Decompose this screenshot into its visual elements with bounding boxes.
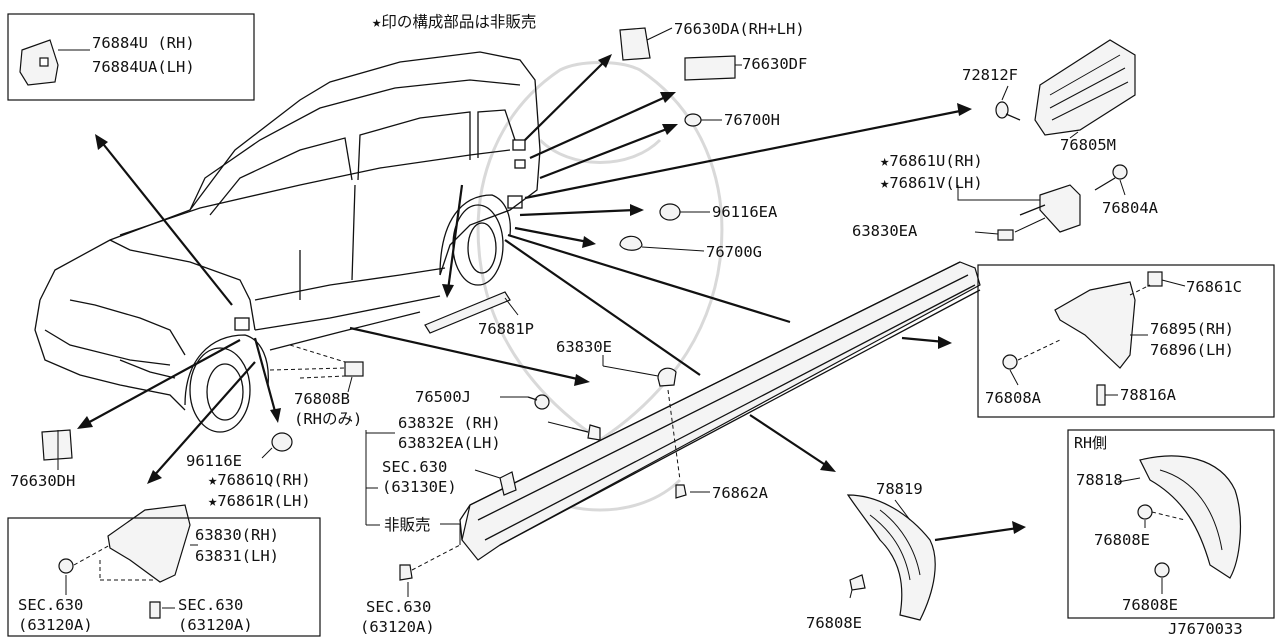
- label-63830ea: 63830EA: [852, 222, 918, 240]
- label-72812f: 72812F: [962, 66, 1018, 84]
- label-rh-side: RH側: [1074, 434, 1107, 452]
- label-76896: 76896(LH): [1150, 341, 1234, 359]
- label-hihanbai: 非販売: [384, 516, 431, 534]
- inset-boxes: [7, 13, 1275, 637]
- leader-lines: [57, 27, 1186, 609]
- label-76808b-note: (RHのみ): [294, 410, 362, 428]
- label-sec630-d-sub: (63120A): [360, 618, 435, 636]
- label-76895: 76895(RH): [1150, 320, 1234, 338]
- vehicle-outline: [34, 51, 541, 433]
- label-76700h: 76700H: [724, 111, 780, 129]
- label-63831: 63831(LH): [195, 547, 279, 565]
- label-sec630-c-sub: (63120A): [178, 616, 253, 634]
- diagram-id: J7670033: [1168, 620, 1243, 638]
- label-76500j: 76500J: [415, 388, 471, 406]
- label-sec630-c: SEC.630: [178, 596, 243, 614]
- labels: ★印の構成部品は非販売 76884U (RH) 76884UA(LH) 7663…: [10, 13, 1243, 638]
- inset-box-bottom-left: [7, 517, 321, 637]
- label-63832ea: 63832EA(LH): [398, 434, 501, 452]
- label-76884ua: 76884UA(LH): [92, 58, 195, 76]
- label-76862a: 76862A: [712, 484, 769, 502]
- label-sec630-a-sub: (63130E): [382, 478, 457, 496]
- label-76861u: ★76861U(RH): [880, 152, 983, 170]
- inset-box-right: [977, 264, 1275, 418]
- label-76630df: 76630DF: [742, 55, 807, 73]
- inset-box-top-left: [7, 13, 255, 101]
- label-78816a: 78816A: [1120, 386, 1177, 404]
- inset-box-bottom-right: [1067, 429, 1275, 619]
- label-76808e-center: 76808E: [806, 614, 862, 632]
- label-76808e-2: 76808E: [1122, 596, 1178, 614]
- side-sill-cover: [459, 261, 981, 561]
- label-63830: 63830(RH): [195, 526, 279, 544]
- label-76861v: ★76861V(LH): [880, 174, 983, 192]
- label-76630da: 76630DA(RH+LH): [674, 20, 805, 38]
- label-96116ea: 96116EA: [712, 203, 778, 221]
- label-76805m: 76805M: [1060, 136, 1116, 154]
- label-76808a: 76808A: [985, 389, 1042, 407]
- label-sec630-d: SEC.630: [366, 598, 431, 616]
- label-76861r: ★76861R(LH): [208, 492, 311, 510]
- label-96116e: 96116E: [186, 452, 242, 470]
- label-sec630-a: SEC.630: [382, 458, 447, 476]
- label-76700g: 76700G: [706, 243, 762, 261]
- leader-arrows: [77, 54, 1026, 542]
- label-76861q: ★76861Q(RH): [208, 471, 311, 489]
- label-sec630-b: SEC.630: [18, 596, 83, 614]
- label-78818: 78818: [1076, 471, 1123, 489]
- label-63832e: 63832E (RH): [398, 414, 501, 432]
- label-76808e-1: 76808E: [1094, 531, 1150, 549]
- parts: [19, 27, 1242, 621]
- label-76884u: 76884U (RH): [92, 34, 195, 52]
- label-78819: 78819: [876, 480, 923, 498]
- label-76861c: 76861C: [1186, 278, 1242, 296]
- label-63830e: 63830E: [556, 338, 612, 356]
- label-76804a: 76804A: [1102, 199, 1159, 217]
- label-sec630-b-sub: (63120A): [18, 616, 93, 634]
- label-76881p: 76881P: [478, 320, 534, 338]
- label-76630dh: 76630DH: [10, 472, 75, 490]
- label-76808b: 76808B: [294, 390, 350, 408]
- note-text: ★印の構成部品は非販売: [372, 13, 536, 31]
